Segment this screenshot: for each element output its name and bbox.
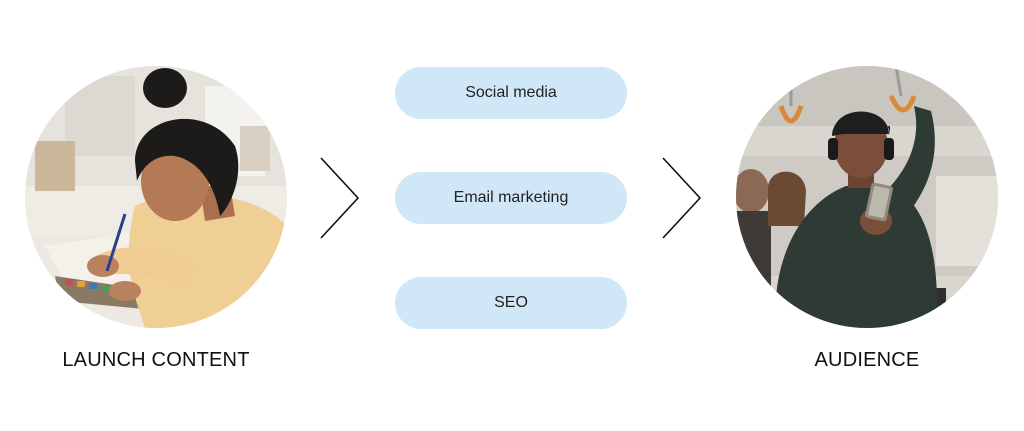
audience-photo bbox=[736, 66, 998, 328]
channel-social-media: Social media bbox=[395, 67, 627, 119]
chevron-right-icon bbox=[662, 157, 702, 239]
chevron-right-icon bbox=[320, 157, 360, 239]
channel-seo: SEO bbox=[395, 277, 627, 329]
launch-content-label: LAUNCH CONTENT bbox=[62, 349, 250, 371]
launch-content-photo bbox=[25, 66, 287, 328]
audience-label: AUDIENCE bbox=[814, 349, 920, 371]
channel-email-marketing: Email marketing bbox=[395, 172, 627, 224]
